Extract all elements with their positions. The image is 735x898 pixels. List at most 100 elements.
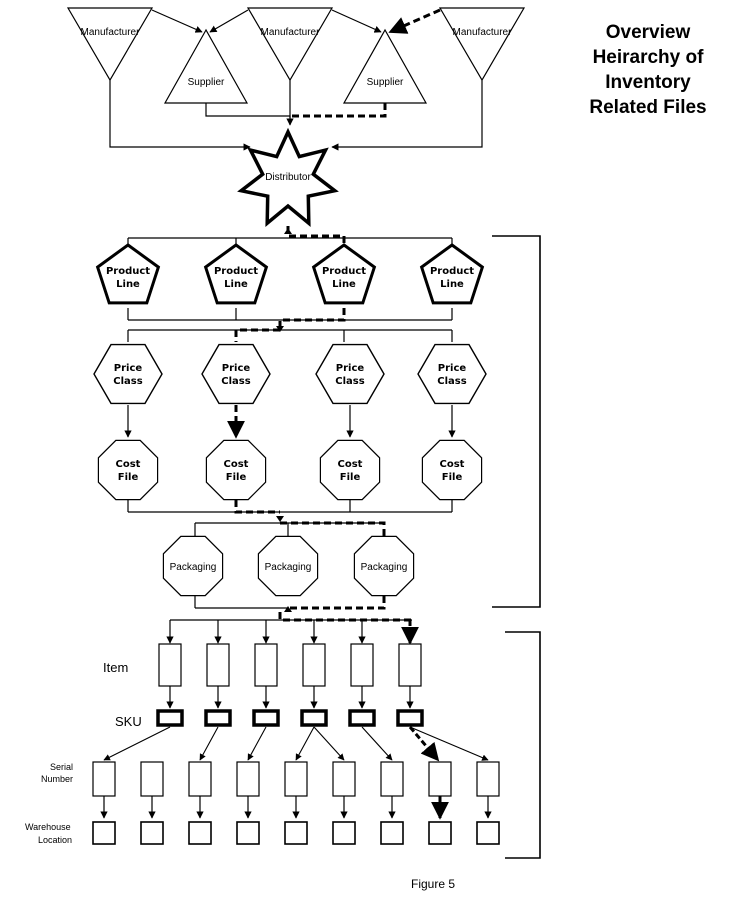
item-box (302, 643, 326, 687)
cost-file-shape (319, 439, 381, 501)
title-line-3: Inventory (605, 72, 691, 93)
sku-box (396, 709, 424, 727)
sku-serial-arrow (199, 726, 219, 761)
figure-caption: Figure 5 (411, 877, 455, 891)
warehouse-location-box (92, 821, 116, 845)
serial-number-label: Number (41, 774, 73, 784)
title-line-1: Overview (606, 22, 691, 43)
warehouse-location-box (236, 821, 260, 845)
product-line-label: Line (116, 279, 140, 290)
item-box (254, 643, 278, 687)
price-class-shape (201, 343, 271, 405)
price-class-label: Price (114, 363, 143, 374)
manufacturer-label: Manufacturer (453, 27, 513, 38)
serial-number-box (476, 761, 500, 797)
price-class-label: Price (336, 363, 365, 374)
item-box (158, 643, 182, 687)
price-class-label: Class (221, 376, 250, 387)
price-class-label: Class (113, 376, 142, 387)
upper-bracket (492, 235, 541, 608)
cost-file-label: File (226, 472, 247, 483)
product-line-label: Product (106, 266, 150, 277)
cost-file-label: Cost (440, 459, 465, 470)
warehouse-location-box (140, 821, 164, 845)
product-line-group: Product Line Product Line Product Line P… (95, 243, 485, 305)
sku-box (348, 709, 376, 727)
manufacturer-label: Manufacturer (261, 27, 321, 38)
sku-serial-arrow (409, 726, 489, 761)
product-line-label: Line (332, 279, 356, 290)
sku-serial-arrow (295, 726, 315, 761)
sku-serial-arrow-highlighted (408, 726, 440, 762)
manufacturer-shape (66, 7, 154, 82)
distributor-node: Distributor (237, 127, 339, 227)
item-box (350, 643, 374, 687)
price-class-group: Price Class Price Class Price Class Pric… (93, 343, 487, 405)
serial-number-box (284, 761, 308, 797)
cost-file-label: File (340, 472, 361, 483)
supplier-shape (163, 28, 249, 104)
packaging-shape (162, 535, 224, 597)
sku-serial-arrow (313, 726, 345, 761)
cost-file-label: Cost (116, 459, 141, 470)
title-line-4: Related Files (589, 97, 706, 118)
sku-box (252, 709, 280, 727)
product-line-shape (203, 243, 269, 305)
distributor-star-shape (237, 127, 339, 227)
cost-file-connectors (124, 405, 456, 439)
lower-hierarchy (92, 643, 500, 845)
price-class-shape (417, 343, 487, 405)
distributor-label: Distributor (265, 172, 311, 183)
supplier-shape (342, 28, 428, 104)
warehouse-location-box (428, 821, 452, 845)
warehouse-location-box (284, 821, 308, 845)
product-line-shape (419, 243, 485, 305)
product-line-label: Product (430, 266, 474, 277)
sku-box (300, 709, 328, 727)
packaging-label: Packaging (361, 562, 408, 573)
price-class-shape (93, 343, 163, 405)
cost-file-label: Cost (224, 459, 249, 470)
item-level-label: Item (103, 660, 128, 675)
serial-number-box (140, 761, 164, 797)
item-box (398, 643, 422, 687)
cost-file-label: File (118, 472, 139, 483)
product-line-connectors (127, 226, 453, 250)
serial-number-box (332, 761, 356, 797)
manufacturer-shape (246, 7, 334, 82)
product-line-label: Product (322, 266, 366, 277)
cost-file-label: File (442, 472, 463, 483)
lower-bracket (505, 631, 541, 859)
packaging-shapes (162, 535, 415, 597)
diagram-title: Overview Heirarchy of Inventory Related … (589, 22, 706, 118)
sku-box (204, 709, 232, 727)
item-box (206, 643, 230, 687)
packaging-group: Packaging Packaging Packaging (162, 535, 415, 597)
packaging-label: Packaging (170, 562, 217, 573)
sku-serial-arrow (247, 726, 267, 761)
packaging-shape (257, 535, 319, 597)
price-class-shape (315, 343, 385, 405)
price-class-label: Price (222, 363, 251, 374)
price-class-label: Price (438, 363, 467, 374)
cost-file-shape (97, 439, 159, 501)
serial-number-box (380, 761, 404, 797)
sku-box (156, 709, 184, 727)
title-line-2: Heirarchy of (593, 47, 705, 68)
packaging-label: Packaging (265, 562, 312, 573)
warehouse-location-box (476, 821, 500, 845)
product-line-shapes (95, 243, 485, 305)
warehouse-location-label: Warehouse (25, 822, 71, 832)
sku-serial-arrow (361, 726, 393, 761)
warehouse-location-box (188, 821, 212, 845)
sku-level-label: SKU (115, 714, 142, 729)
packaging-shape (353, 535, 415, 597)
price-class-label: Class (335, 376, 364, 387)
serial-number-box (236, 761, 260, 797)
sku-serial-arrow (103, 726, 171, 761)
product-line-labels: Product Line Product Line Product Line P… (106, 266, 474, 290)
section-brackets (492, 235, 541, 859)
cost-file-shape (205, 439, 267, 501)
